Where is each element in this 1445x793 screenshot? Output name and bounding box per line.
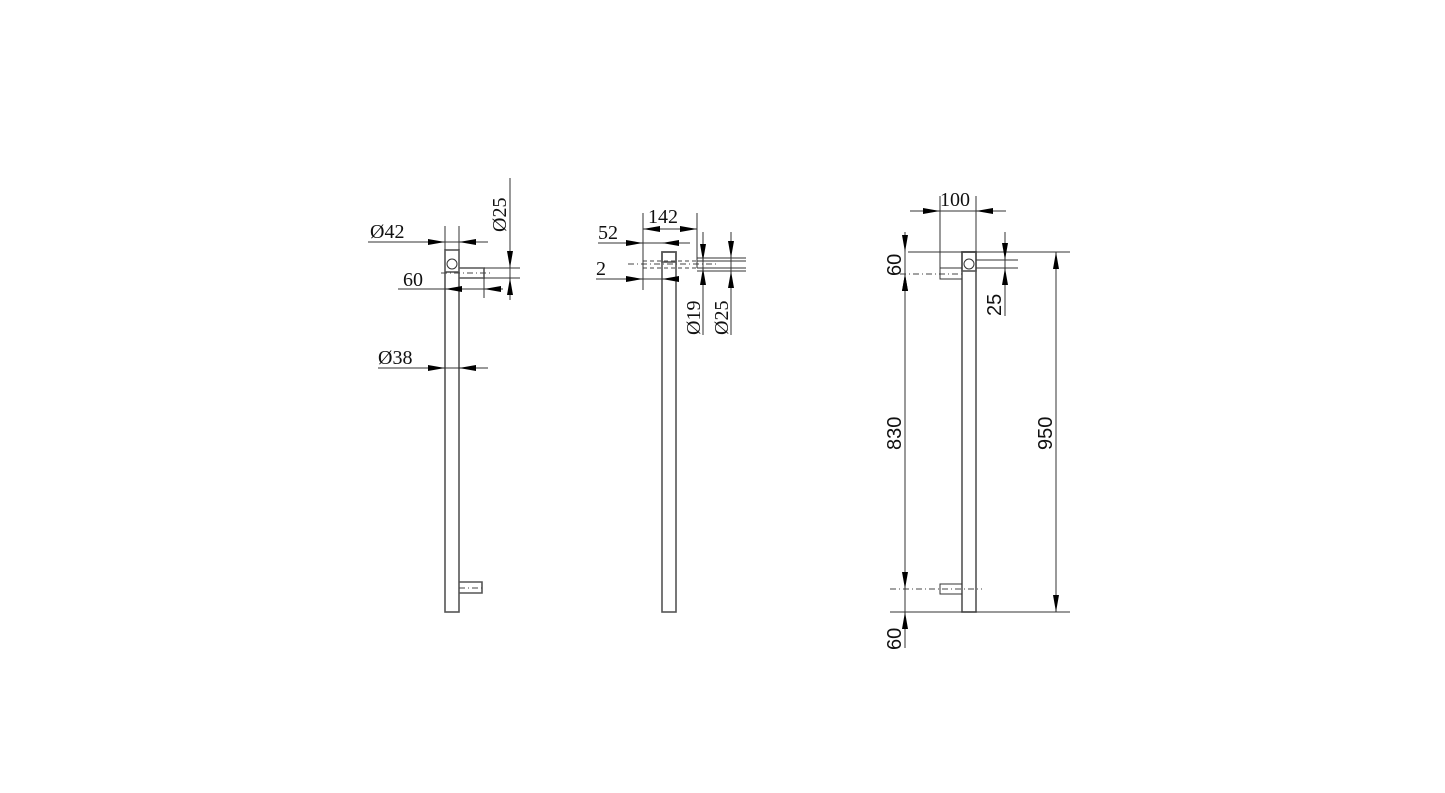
dim-side-dia38: Ø38 <box>378 347 412 369</box>
dim-front-dia25: Ø25 <box>711 301 733 335</box>
dim-rear-950: 950 <box>1035 417 1057 450</box>
side-connector-circle <box>446 258 458 270</box>
front-view: 142 52 2 Ø19 Ø25 <box>596 206 746 613</box>
rear-tube <box>961 251 977 613</box>
dim-rear-100: 100 <box>940 189 970 211</box>
rear-bottom-bracket <box>939 583 962 595</box>
side-view: Ø42 Ø25 60 Ø38 <box>368 178 520 613</box>
dim-front-142: 142 <box>648 206 678 228</box>
dim-front-dia19: Ø19 <box>683 301 705 335</box>
dim-front-2: 2 <box>596 258 606 280</box>
rear-connector-circle <box>963 258 975 270</box>
front-tube <box>661 251 677 613</box>
dim-rear-60-top: 60 <box>884 254 906 276</box>
dim-rear-25: 25 <box>984 294 1006 316</box>
dim-rear-60-bottom: 60 <box>884 628 906 650</box>
rear-view: 100 60 25 830 60 950 <box>884 189 1070 650</box>
dim-rear-830: 830 <box>884 417 906 450</box>
front-tube-cap <box>661 251 677 263</box>
rear-tube-cap <box>961 251 977 272</box>
side-tube <box>444 249 460 613</box>
dim-side-dia25: Ø25 <box>489 198 511 232</box>
dim-front-52: 52 <box>598 222 618 244</box>
dim-side-dia42: Ø42 <box>370 221 404 243</box>
dim-side-60: 60 <box>403 269 423 291</box>
